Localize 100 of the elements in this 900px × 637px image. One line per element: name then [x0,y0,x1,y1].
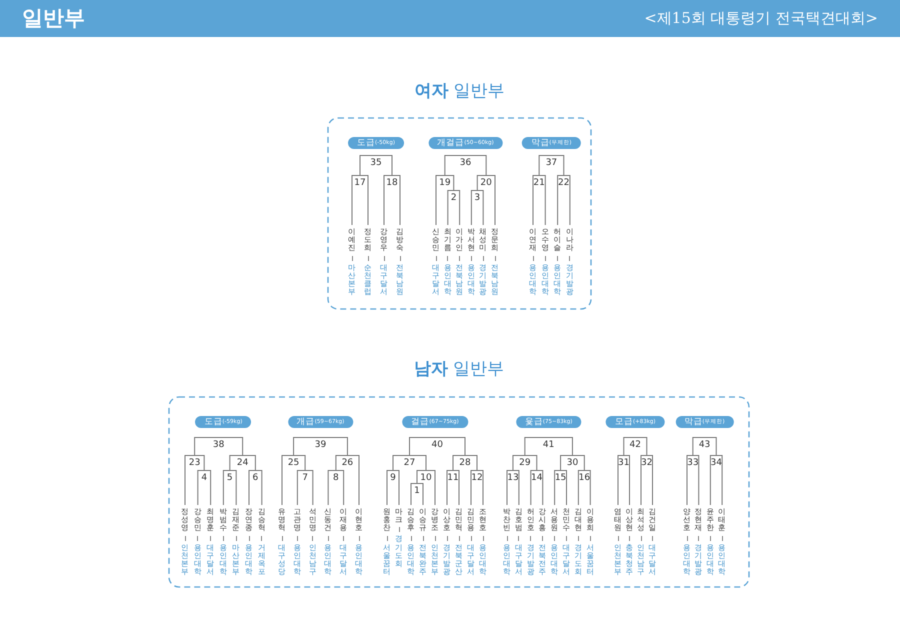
match-bracket: 16 [578,470,590,484]
match-bracket: 14 [530,470,543,484]
bracket-line [410,482,412,506]
bracket-line [444,154,446,176]
bracket-line [446,470,448,506]
bracket-line [646,436,648,456]
weight-class-badge [428,137,503,149]
match-bracket: 25 [282,455,306,469]
match-bracket: 3 [471,190,484,204]
bracket-line [434,470,436,506]
section-title: 여자 일반부 [413,80,506,102]
class-name: 도급 [357,138,376,148]
bracket-line [476,454,478,470]
bracket-line [536,454,538,470]
bracket-line [698,454,700,506]
match-bracket: 36 [444,155,486,169]
bracket-line [544,174,546,226]
bracket-line [422,482,424,506]
bracket-line [392,454,394,470]
bracket-line [640,454,642,506]
weight-class-badge [675,416,734,428]
bracket-line [560,454,562,470]
bracket-line [261,470,262,506]
class-name: 걸급 [411,416,430,428]
bracket-line [572,436,573,456]
match-bracket: 2 [448,190,460,204]
bracket-line [710,454,711,506]
class-name: 모급 [614,416,633,428]
bracket-line [722,454,723,506]
bracket-line [692,436,694,456]
weight-class-badge [516,416,582,428]
bracket-line [482,470,484,506]
bracket-line [532,174,534,226]
bracket-line [542,470,544,506]
weight-class-badge [402,416,468,428]
match-bracket: 40 [410,437,465,451]
match-bracket: 42 [624,437,647,451]
match-bracket: 5 [223,470,236,484]
bracket-line [296,470,298,506]
match-bracket: 12 [471,470,483,484]
match-bracket: 41 [524,437,572,451]
bracket-line [578,470,579,506]
match-bracket: 38 [194,437,243,451]
bracket-line [506,470,508,506]
bracket-line [204,454,205,470]
bracket-line [386,470,388,506]
match-bracket: 43 [692,437,716,451]
match-bracket: 13 [507,470,519,484]
bracket-line [470,190,472,226]
weight-class-badge [348,137,404,149]
bracket-line [590,470,591,506]
class-name: 막급 [531,138,550,148]
weight-class-badge [288,416,354,428]
bracket-line [197,470,198,506]
bracket-line [554,470,556,506]
bracket-line [524,436,526,456]
match-bracket: 35 [360,155,392,169]
bracket-line [452,454,454,470]
match-bracket: 32 [641,455,652,469]
bracket-line [248,470,250,506]
weight-class-badge [195,416,252,428]
match-bracket: 23 [185,455,204,469]
bracket-line [222,470,224,506]
match-bracket: 28 [453,455,477,469]
bracket-line [557,174,558,226]
bracket-line [210,470,212,506]
bracket-line [458,470,460,506]
section-title: 남자 일반부 [412,358,506,380]
match-bracket: 6 [249,470,262,484]
bracket-line [470,470,472,506]
match-bracket: 26 [336,455,359,469]
bracket-line [464,436,466,456]
bracket-line [569,174,570,226]
bracket-line [518,470,520,506]
match-bracket: 15 [554,470,566,484]
weight-class-badge [522,137,581,149]
bracket-line [184,454,186,506]
bracket-line [236,470,237,506]
bracket-line [482,190,484,226]
match-bracket: 10 [417,470,435,484]
bracket-line [358,454,360,506]
match-bracket: 17 [352,175,368,189]
match-bracket: 29 [512,455,537,469]
bracket-line [486,154,487,176]
bracket-line [447,190,448,226]
bracket-line [194,436,196,456]
match-bracket: 22 [558,175,570,189]
match-bracket: 8 [328,470,344,484]
match-bracket: 20 [477,175,495,189]
bracket-line [346,436,348,456]
match-bracket: 4 [198,470,211,484]
bracket-line [530,470,532,506]
bracket-line [512,454,514,470]
bracket-line [494,174,496,226]
bracket-line [293,436,294,456]
bracket-line [629,454,630,506]
bracket-line [409,436,410,456]
bracket-line [623,436,624,456]
class-name: 개걸급 [437,138,464,148]
bracket-line [304,454,306,470]
